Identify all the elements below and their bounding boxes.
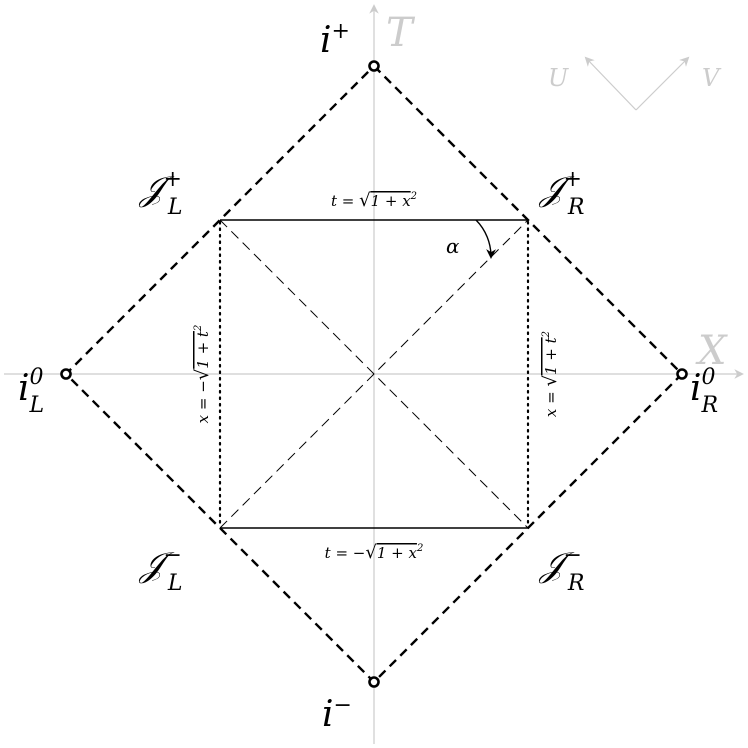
- right-spatial-infinity-marker: [676, 368, 688, 380]
- curve-top-label: t = √1 + x2: [331, 190, 417, 211]
- null-direction-v-arrow: [635, 56, 690, 111]
- scri-past-right-label: 𝒥−R: [538, 543, 584, 596]
- scri-future-left-label: 𝒥+L: [138, 167, 183, 220]
- t-axis-label: T: [386, 10, 416, 56]
- x-axis-label: X: [695, 328, 728, 374]
- curve-left-label: x = −√1 + t2: [192, 325, 213, 424]
- past-timelike-infinity-label: i−: [322, 693, 352, 735]
- left-spatial-infinity-marker: [60, 368, 72, 380]
- future-timelike-infinity-label: i+: [320, 19, 350, 61]
- future-timelike-infinity-marker: [368, 60, 380, 72]
- null-v-label: V: [702, 64, 722, 92]
- scri-future-right-label: 𝒥+R: [538, 167, 584, 220]
- null-direction-u-arrow: [584, 56, 637, 111]
- past-timelike-infinity-marker: [368, 676, 380, 688]
- curve-right-label: x = √1 + t2: [540, 331, 561, 417]
- null-diagonal-ascending: [219, 219, 529, 529]
- curve-bottom-label: t = −√1 + x2: [325, 542, 424, 563]
- scri-past-left-label: 𝒥−L: [138, 543, 183, 596]
- angle-alpha-arc: [475, 219, 496, 259]
- null-u-label: U: [548, 64, 569, 92]
- angle-alpha-label: α: [446, 234, 460, 258]
